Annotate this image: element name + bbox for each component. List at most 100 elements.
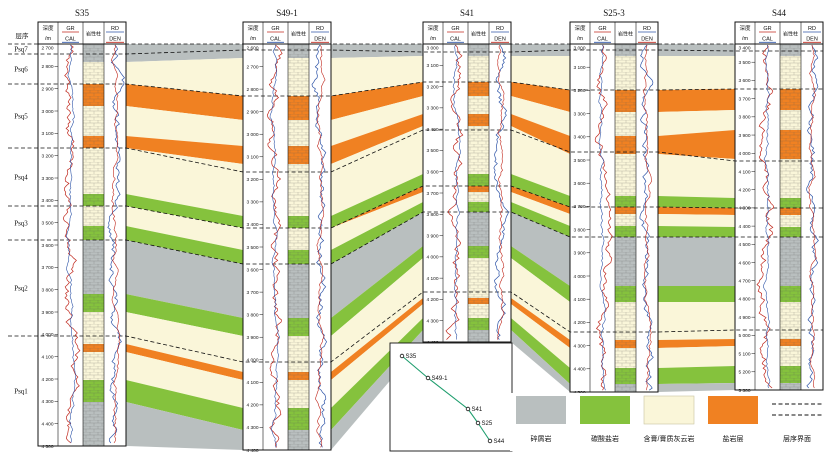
track-background [636,44,658,392]
depth-label: 2 700 [41,46,53,52]
gr-header: GR [451,26,459,32]
depth-label: 5 000 [738,333,750,339]
depth-label: 3 400 [573,135,585,141]
depth-label: 3 500 [246,245,258,251]
den-header: DEN [494,37,506,43]
den-curve [808,44,817,389]
rd-curve [806,44,819,389]
depth-label: 3 800 [573,227,585,233]
depth-label: 3 800 [41,287,53,293]
depth-label: 4 200 [41,377,53,383]
gr-curve [594,44,613,391]
den-header: DEN [641,37,653,43]
depth-label: 3 900 [41,310,53,316]
depth-label: 3 600 [246,267,258,273]
lithology-header: 岩性柱 [291,31,306,38]
sequence-label-psq6: Psq6 [14,66,28,74]
den-curve [496,44,505,340]
track-background [489,44,511,342]
cal-header: CAL [597,37,608,43]
sequence-boundary-line [8,129,823,173]
depth-label: 4 200 [426,297,438,303]
map-well-label-s41: S41 [472,407,483,413]
legend-label-3: 盐岩层 [723,434,744,443]
depth-label: 3 500 [41,220,53,226]
lithology-header: 岩性柱 [471,31,486,38]
depth-label: 4 300 [41,399,53,405]
depth-unit-header: /m [577,36,584,42]
depth-label: 4 200 [246,403,258,409]
depth-label: 4 300 [573,343,585,349]
depth-label: 3 700 [738,96,750,102]
map-inset-box [389,342,513,452]
band-green [38,202,823,264]
map-well-label-s25: S25 [482,421,493,427]
depth-label: 3 400 [246,222,258,228]
depth-label: 3 200 [41,153,53,159]
sequence-boundary-line [8,49,823,55]
depth-label: 3 600 [573,181,585,187]
map-well-label-s49-1: S49-1 [432,376,449,382]
gr-curve [445,44,464,340]
legend-swatch-gray [516,396,566,424]
band-green [38,246,823,336]
depth-label: 3 300 [41,176,53,182]
depth-unit-header: /m [45,36,52,42]
well-name: S44 [772,8,787,18]
depth-label: 3 900 [426,233,438,239]
depth-label: 4 600 [738,260,750,266]
track-background [735,44,755,390]
rd-header: RD [111,26,119,32]
gr-header: GR [66,26,74,32]
well-name: S41 [460,8,474,18]
track-background [755,44,780,390]
depth-label: 2 800 [246,87,258,93]
sequence-boundary-line [8,211,823,265]
panel-border [734,21,824,391]
depth-label: 3 400 [738,46,750,52]
lithology-column [83,44,104,446]
gr-header: GR [271,26,279,32]
sequence-label-psq5: Psq5 [14,113,28,121]
depth-label: 3 700 [573,204,585,210]
well-name: S25-3 [603,8,625,18]
legend-label-2: 含膏/膏质灰云岩 [644,434,695,443]
rd-header: RD [643,26,651,32]
sequence-boundary-line [8,81,823,97]
depth-label: 4 800 [738,297,750,303]
panel-border [242,21,332,451]
depth-label: 4 000 [573,274,585,280]
depth-label: 3 100 [573,65,585,71]
depth-label: 3 400 [41,198,53,204]
depth-label: 2 900 [246,109,258,115]
gr-header: GR [763,26,771,32]
depth-label: 4 700 [738,279,750,285]
panel-border [37,21,127,447]
panel-border [569,21,659,393]
sequence-label-psq2: Psq2 [14,285,28,293]
panel-border [422,21,512,343]
depth-label: 3 300 [426,106,438,112]
well-location-s49-1 [425,375,431,381]
well-location-s44 [487,438,493,444]
track-background [104,44,126,446]
depth-label: 4 100 [246,380,258,386]
depth-label: 4 200 [738,187,750,193]
legend-swatch-orange [708,396,758,424]
depth-label: 4 400 [573,367,585,373]
depth-label: 3 000 [41,109,53,115]
depth-label: 3 800 [246,312,258,318]
depth-label: 3 200 [573,88,585,94]
depth-label: 4 100 [41,354,53,360]
depth-label: 3 000 [573,46,585,52]
depth-label: 3 800 [738,115,750,121]
depth-label: 4 000 [738,151,750,157]
band-cream [38,258,823,372]
